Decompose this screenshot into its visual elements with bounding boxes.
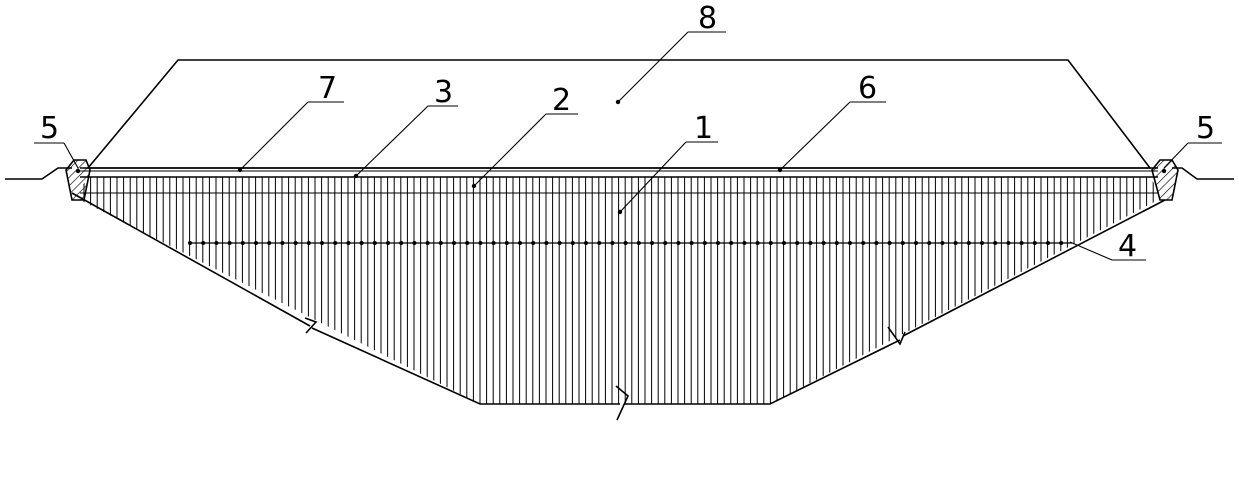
drain-dot: [280, 241, 285, 245]
drain-dot: [636, 241, 641, 245]
drain-dot: [1032, 241, 1037, 245]
drain-dot: [993, 241, 998, 245]
label-side-block-right: 5: [1196, 111, 1215, 146]
drain-dot: [465, 241, 470, 245]
drain-dot: [412, 241, 417, 245]
drain-dot: [742, 241, 747, 245]
drain-dot: [927, 241, 932, 245]
label-layer-2: 2: [552, 83, 571, 118]
leader-lines: [34, 31, 1222, 261]
drain-dot: [346, 241, 351, 245]
leader-dots: [75, 99, 1167, 215]
drain-row-dots: [188, 241, 1072, 245]
drain-dot: [650, 241, 654, 245]
drain-dot: [782, 241, 786, 245]
drain-dot: [227, 241, 232, 245]
drain-dot: [254, 241, 258, 245]
label-side-block-left: 5: [40, 111, 59, 146]
drain-dot: [861, 241, 866, 245]
drain-dot: [768, 241, 773, 245]
drain-dot: [1046, 241, 1050, 245]
label-embankment: 8: [698, 1, 717, 36]
label-geotextile: 7: [318, 71, 337, 106]
drain-dot: [953, 241, 958, 245]
drain-dot: [570, 241, 575, 245]
drain-dot: [293, 241, 298, 245]
label-drain-row: 4: [1118, 229, 1137, 264]
drain-dot: [399, 241, 404, 245]
drain-dot: [848, 241, 852, 245]
drain-dot: [914, 241, 918, 245]
drain-dot: [716, 241, 720, 245]
drain-dot: [900, 241, 905, 245]
side-block-right: [1151, 159, 1179, 201]
drain-dot: [808, 241, 813, 245]
drain-dot: [306, 241, 311, 245]
embankment-outline: [86, 59, 1152, 169]
side-block-left: [65, 159, 91, 201]
drain-dot: [531, 241, 536, 245]
drain-dot: [1006, 241, 1011, 245]
drain-dot: [755, 241, 760, 245]
drain-dot: [240, 241, 245, 245]
drain-dot: [597, 241, 602, 245]
drain-dot: [544, 241, 549, 245]
drain-dot: [940, 241, 945, 245]
drain-dot: [518, 241, 522, 245]
drain-dot: [452, 241, 456, 245]
drain-dot: [795, 241, 800, 245]
drain-dot: [610, 241, 615, 245]
drain-dot: [320, 241, 324, 245]
drain-dot: [689, 241, 694, 245]
drain-dot: [834, 241, 839, 245]
drain-dot: [702, 241, 707, 245]
drain-dot: [623, 241, 628, 245]
label-cushion: 6: [858, 71, 877, 106]
drain-dot: [386, 241, 390, 245]
drain-dot: [676, 241, 681, 245]
drain-dot: [584, 241, 588, 245]
drain-dot: [267, 241, 272, 245]
drain-dot: [966, 241, 971, 245]
drain-dot: [372, 241, 377, 245]
drain-dot: [333, 241, 338, 245]
drain-dot: [1019, 241, 1024, 245]
drain-dot: [1059, 241, 1064, 245]
drain-dot: [557, 241, 562, 245]
drain-dot: [214, 241, 219, 245]
drain-dot: [491, 241, 496, 245]
drain-dot: [887, 241, 892, 245]
drain-dot: [359, 241, 364, 245]
drain-dot: [438, 241, 443, 245]
drain-dot: [663, 241, 668, 245]
label-soil-body: 1: [694, 111, 713, 146]
drain-dot: [478, 241, 483, 245]
drain-dot: [821, 241, 826, 245]
drain-dot: [201, 241, 206, 245]
drain-dot: [188, 241, 192, 245]
drain-dot: [425, 241, 430, 245]
drain-dot: [504, 241, 509, 245]
label-layer-3: 3: [434, 75, 453, 110]
drain-dot: [874, 241, 879, 245]
drain-dot: [980, 241, 984, 245]
drain-dot: [729, 241, 734, 245]
treatment-zone-outline: [71, 192, 1166, 421]
